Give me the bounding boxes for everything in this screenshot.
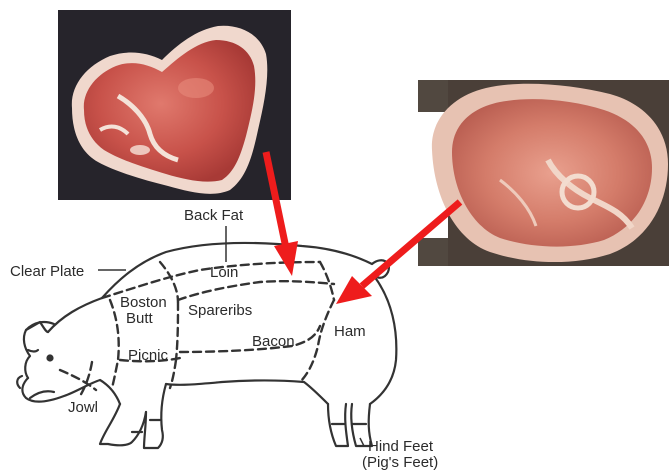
label-picnic: Picnic [128,347,169,364]
label-back-fat: Back Fat [184,207,244,224]
label-loin: Loin [210,264,238,281]
leader-lines [98,226,364,446]
label-spareribs: Spareribs [188,302,252,319]
label-boston-butt-2: Butt [126,310,154,327]
loin-chop-photo [58,10,291,200]
label-hind-feet-2: (Pig's Feet) [362,454,438,471]
label-boston-butt-1: Boston [120,294,167,311]
ham-slice-photo [418,80,669,266]
label-jowl: Jowl [68,399,98,416]
label-clear-plate: Clear Plate [10,263,84,280]
label-bacon: Bacon [252,333,295,350]
label-ham: Ham [334,323,366,340]
cut-lines [60,262,334,396]
label-hind-feet-1: Hind Feet [368,438,434,455]
